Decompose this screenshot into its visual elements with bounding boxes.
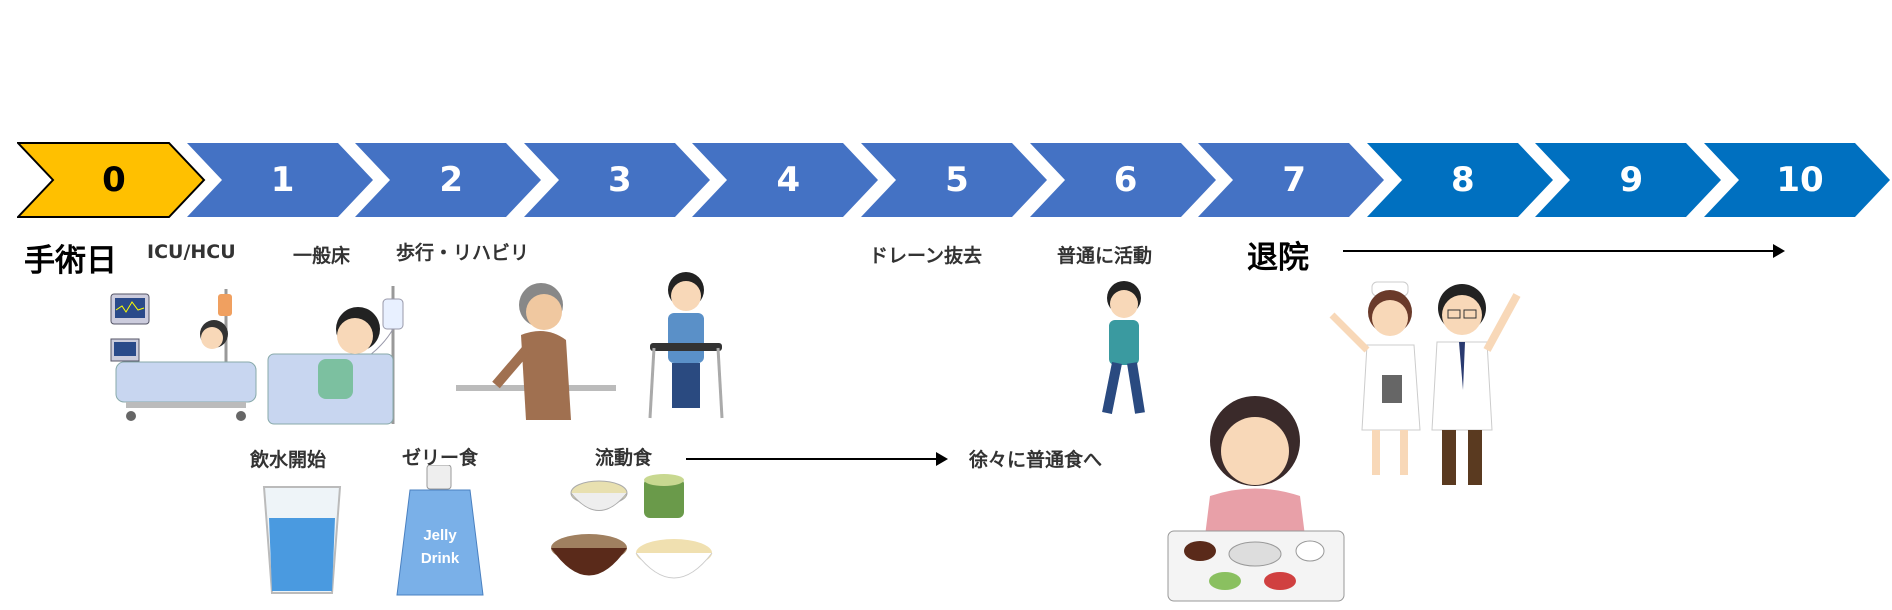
general-ward-label: 一般床 — [293, 245, 351, 267]
day-number: 5 — [945, 160, 969, 200]
chevron-shape — [861, 143, 1047, 217]
chevron-shape — [1366, 143, 1553, 217]
day-chevron-1: 1 — [186, 142, 376, 218]
icu-bed-illustration — [110, 289, 257, 421]
day-chevron-9: 9 — [1534, 142, 1724, 218]
day-number: 2 — [439, 160, 464, 200]
day-chevron-4: 4 — [691, 142, 881, 218]
chevron-shape — [1198, 143, 1385, 217]
day-number: 8 — [1450, 160, 1475, 200]
patient-in-bed-illustration — [267, 286, 404, 425]
day-number: 10 — [1776, 160, 1824, 200]
water-glass-illustration — [262, 486, 342, 594]
discharge-label: 退院 — [1247, 240, 1309, 276]
day-chevron-8: 8 — [1366, 142, 1556, 218]
icu-label: ICU/HCU — [147, 241, 236, 263]
elderly-rehab-illustration — [456, 283, 616, 420]
chevron-shape — [17, 142, 206, 218]
chevron-shape — [186, 143, 373, 217]
drain-removal-label: ドレーン抜去 — [869, 245, 983, 267]
gradual-normal-diet-label: 徐々に普通食へ — [969, 449, 1103, 471]
walker-illustration — [648, 272, 724, 419]
normal-activity-label: 普通に活動 — [1057, 245, 1153, 267]
diet-progress-arrow — [686, 452, 948, 466]
jelly-pack-text-1: Jelly — [423, 527, 457, 544]
chevron-shape — [1029, 143, 1216, 217]
jelly-diet-label: ゼリー食 — [402, 447, 479, 469]
nurse-doctor-illustration — [1329, 281, 1521, 485]
day-number: 6 — [1113, 160, 1138, 200]
chevron-shape — [692, 143, 879, 217]
jelly-drink-illustration: Jelly Drink — [396, 465, 484, 596]
day-chevron-2: 2 — [354, 142, 544, 218]
day-chevron-7: 7 — [1197, 142, 1387, 218]
walking-rehab-label: 歩行・リハビリ — [396, 242, 530, 264]
chevron-shape — [355, 143, 542, 217]
jelly-pack-text-2: Drink — [421, 550, 460, 567]
day-number: 3 — [607, 160, 632, 200]
chevron-shape — [1535, 143, 1722, 217]
day-chevron-3: 3 — [523, 142, 713, 218]
chevron-shape — [523, 143, 710, 217]
day-chevron-6: 6 — [1029, 142, 1219, 218]
day-chevron-10: 10 — [1703, 142, 1892, 218]
walking-man-illustration — [1102, 281, 1145, 414]
water-start-label: 飲水開始 — [250, 449, 327, 471]
day-chevron-0: 0 — [17, 142, 207, 218]
discharge-arrow — [1343, 244, 1785, 258]
chevron-shape — [1704, 143, 1890, 217]
day-number: 0 — [102, 160, 126, 200]
surgery-day-label: 手術日 — [24, 243, 117, 279]
woman-meal-illustration — [1167, 396, 1345, 602]
day-chevron-5: 5 — [860, 142, 1050, 218]
liquid-diet-label: 流動食 — [595, 447, 653, 469]
day-number: 4 — [776, 160, 801, 200]
day-number: 7 — [1282, 160, 1307, 200]
day-number: 1 — [270, 160, 295, 200]
day-number: 9 — [1619, 160, 1644, 200]
liquid-food-bowls-illustration — [551, 474, 713, 579]
